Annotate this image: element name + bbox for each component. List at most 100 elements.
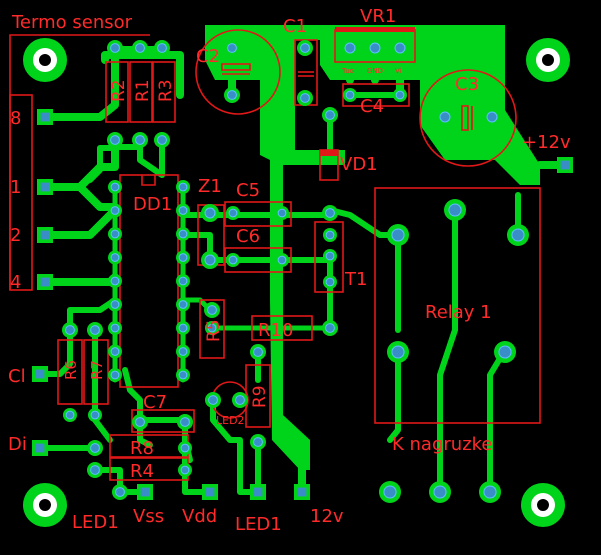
c4-pad-drill	[345, 90, 355, 100]
mount-hole-bl	[23, 483, 67, 527]
led2-pad-drill	[235, 395, 245, 405]
label-r9: R9	[250, 385, 270, 408]
c7-outline	[131, 409, 195, 433]
label-12v-bottom: 12v	[310, 506, 344, 527]
termo-sensor-box	[9, 94, 33, 291]
r4-pad-drill	[115, 487, 125, 497]
label-r6: R6	[62, 360, 80, 380]
c5-pad-drill	[228, 208, 238, 218]
r10-outline	[251, 315, 313, 341]
dd1-pin-left-drill	[110, 229, 120, 239]
label-c7: C7	[143, 392, 167, 413]
vr1-pad-drill	[394, 42, 406, 54]
r6-pad-drill	[65, 410, 75, 420]
terminal-pad-drill	[205, 487, 215, 497]
t1-outline	[314, 221, 344, 293]
dd1-pin-left-drill	[110, 253, 120, 262]
relay-pad-drill	[391, 228, 405, 242]
dd1-pin-right-drill	[178, 229, 188, 239]
c6-pad-drill	[228, 255, 238, 265]
label-ci: Cl	[8, 366, 26, 387]
vr1-pad-drill	[344, 42, 356, 54]
label-r5: R5	[204, 319, 224, 342]
terminal-pad-drill	[140, 487, 150, 497]
r4-pad-drill	[180, 465, 190, 475]
load-pad-drill	[383, 485, 397, 499]
label-led2: LED2	[216, 414, 245, 427]
label-r2: R2	[109, 79, 129, 102]
label-r8: R8	[130, 438, 154, 459]
label-r7: R7	[88, 360, 106, 380]
label-c4: C4	[360, 96, 384, 117]
c2-pad-drill	[227, 90, 237, 100]
r9-pad-drill	[253, 437, 263, 447]
label-z1: Z1	[198, 176, 222, 197]
c2-pad-drill	[227, 43, 237, 53]
dd1-pin-left-drill	[110, 370, 120, 380]
dd1-pin-right-drill	[178, 253, 188, 262]
label-r10: R10	[258, 320, 293, 341]
label-r4: R4	[130, 461, 154, 482]
vr1-pad-drill	[369, 42, 381, 54]
resistor-pad-drill	[135, 135, 145, 145]
r7-pad-drill	[90, 410, 100, 420]
dd1-pin-left-drill	[110, 347, 120, 356]
r5-outline	[199, 299, 225, 359]
mount-hole-tl	[23, 38, 67, 82]
r10-pad-drill	[325, 323, 335, 333]
c4-pad-drill	[395, 90, 405, 100]
terminal-pad-drill	[35, 443, 45, 453]
r3-outline	[152, 61, 176, 123]
dd1-pin-left-drill	[110, 276, 120, 286]
terminal-pad-drill	[560, 160, 570, 170]
dd1-pin-left-drill	[110, 323, 120, 333]
power-pour-top	[275, 25, 540, 185]
z1-pad-drill	[204, 207, 216, 219]
mount-hole-br	[521, 483, 565, 527]
label-di: Di	[8, 434, 27, 455]
label-relay1: Relay 1	[425, 302, 492, 323]
power-pour-main	[205, 25, 310, 470]
t1-pad-drill	[325, 251, 335, 261]
pads	[32, 39, 573, 503]
relay1-outline	[374, 187, 541, 424]
label-c6: C6	[236, 226, 260, 247]
mount-hole-tr	[526, 38, 570, 82]
r1-outline	[129, 61, 153, 123]
vd1-pad-drill	[325, 110, 335, 120]
r8-pad-drill	[90, 443, 100, 453]
terminal-pad-drill	[40, 112, 50, 122]
c7-pad-drill	[135, 417, 145, 427]
terminal-pad-drill	[35, 369, 45, 379]
labels: Termo sensor C1 VR1 C2 C3 C4 C5 C6 C7 VD…	[8, 6, 571, 535]
label-vr-out: Tuo	[341, 67, 354, 75]
label-c3: C3	[455, 74, 479, 95]
resistor-pad-drill	[157, 135, 167, 145]
label-vr-gnd: GND	[367, 67, 383, 75]
r2-outline	[105, 61, 129, 123]
label-pin1: 1	[10, 177, 21, 198]
c6-pad-drill	[277, 255, 287, 265]
resistor-pad-drill	[135, 43, 145, 53]
dd1-pin-left-drill	[110, 206, 120, 215]
led2-pad-drill	[208, 395, 218, 405]
resistor-pad-drill	[157, 43, 167, 53]
c2-outline	[195, 29, 281, 115]
label-pin8: 8	[10, 108, 21, 129]
r5-pad-drill	[207, 323, 217, 333]
load-pad-drill	[483, 485, 497, 499]
label-vss: Vss	[133, 506, 164, 527]
r4-pad-drill	[90, 465, 100, 475]
dd1-pin-right-drill	[178, 347, 188, 356]
dd1-pin-right-drill	[178, 276, 188, 286]
terminal-pad-drill	[40, 230, 50, 240]
dd1-pin-right-drill	[178, 182, 188, 192]
load-pad-drill	[433, 485, 447, 499]
c3-pad-drill	[439, 111, 451, 123]
label-vr1: VR1	[360, 6, 396, 27]
c3-outline	[419, 69, 517, 167]
label-vdd: Vdd	[182, 506, 217, 527]
dd1-pin-right-drill	[178, 370, 188, 380]
label-pin2: 2	[10, 225, 21, 246]
terminal-pad-drill	[253, 487, 263, 497]
